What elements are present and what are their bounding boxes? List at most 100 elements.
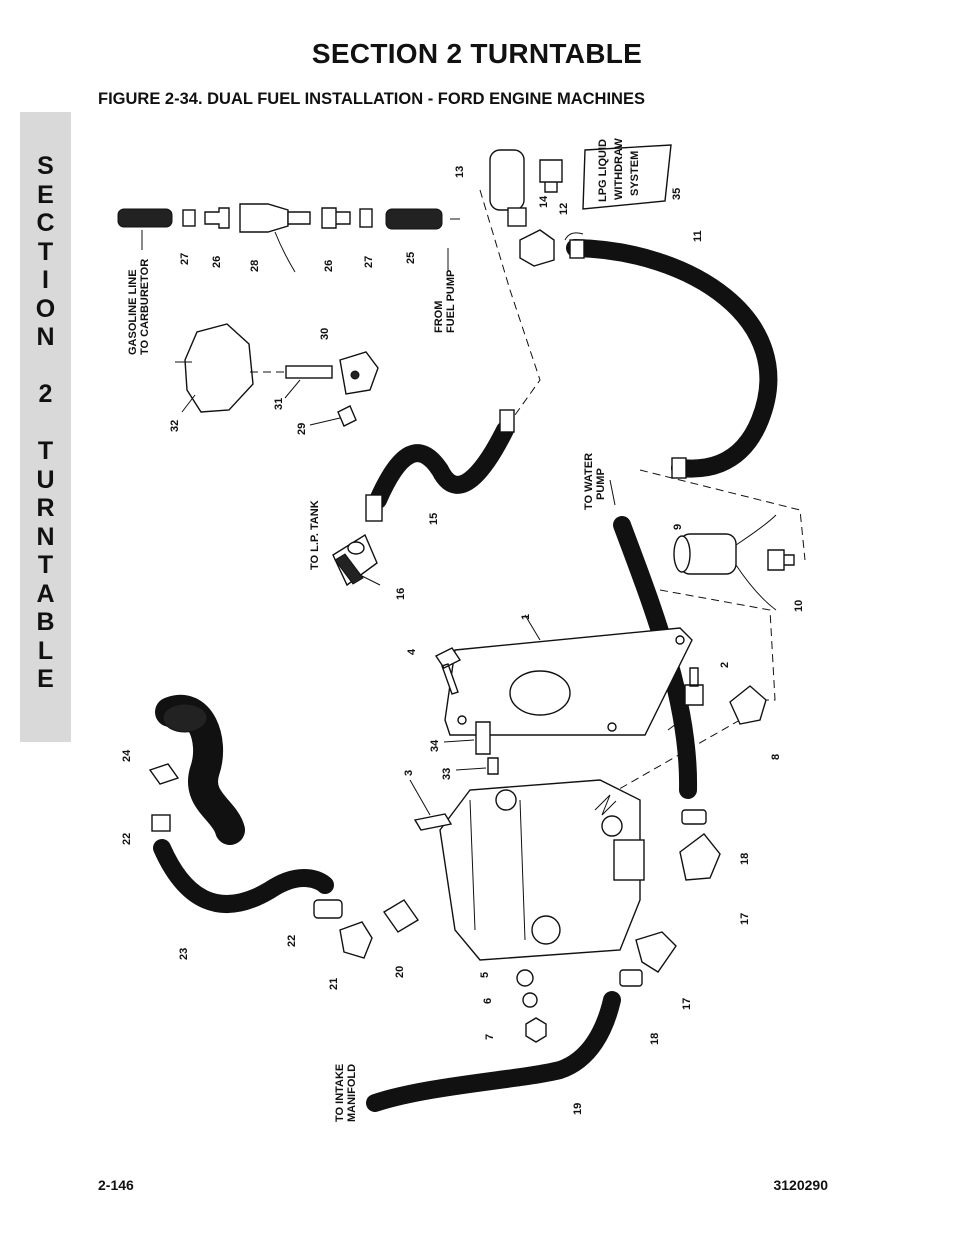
leader-32 [181, 394, 196, 413]
hose-clamp-18a [681, 809, 707, 825]
pipe-nipple-31 [285, 365, 333, 379]
callout-4: 4 [406, 648, 418, 655]
fitting-33 [487, 757, 499, 775]
filter-13-outlet [507, 207, 527, 227]
callout-19: 19 [572, 1103, 584, 1115]
side-tab-letter: 2 [38, 380, 53, 408]
tag-text-line3: SYSTEM [629, 151, 641, 196]
plate-1-hole [509, 670, 571, 716]
leader-water-pump [609, 479, 616, 506]
tee-port [350, 370, 360, 380]
callout-21: 21 [328, 978, 340, 990]
side-tab-letter: C [36, 209, 55, 237]
regulator-cover-32 [184, 323, 254, 413]
plate-1-bolt-hole-c [457, 715, 467, 725]
tag-text-line1: LPG LIQUID [597, 139, 609, 202]
break-mark-a [594, 794, 617, 816]
elbow-24-opening [162, 703, 208, 733]
hose-clamp-22 [313, 899, 343, 919]
regulator-3-seam-a [469, 799, 476, 931]
leader-33 [455, 767, 487, 771]
lockwasher-6 [522, 992, 538, 1008]
regulator-3-port-a [495, 789, 517, 811]
callout-32: 32 [169, 420, 181, 432]
side-tab-letter: E [37, 180, 54, 209]
callout-26: 26 [323, 260, 335, 272]
callout-2: 2 [719, 662, 731, 668]
document-number: 3120290 [773, 1177, 828, 1193]
elbow-8 [729, 685, 767, 725]
label-to-intake: TO INTAKE [334, 1064, 346, 1122]
leader-3 [409, 779, 431, 816]
tank-fitting-16-knurl [334, 553, 364, 585]
callout-6: 6 [482, 998, 494, 1004]
side-tab-letter: O [35, 294, 56, 323]
label-fuel-pump: FUEL PUMP [445, 270, 457, 333]
section-title: SECTION 2 TURNTABLE [311, 38, 643, 69]
regulator-3-boss [613, 839, 645, 881]
washer-5 [516, 969, 534, 987]
callout-33: 33 [441, 768, 453, 780]
plate-1-bolt-hole-b [607, 722, 617, 732]
side-tab-letter: E [37, 665, 54, 693]
side-tab-letter: T [37, 437, 54, 465]
solenoid-9-wire-b [735, 564, 777, 611]
regulator-cover-assembly [175, 323, 379, 427]
figure-caption: FIGURE 2-34. DUAL FUEL INSTALLATION - FO… [98, 90, 645, 108]
callout-31: 31 [273, 398, 285, 410]
routing-dash-3 [659, 589, 776, 701]
side-tab-letter: U [36, 465, 55, 494]
callout-10: 10 [793, 600, 805, 612]
fuel-valve-28-outlet [287, 211, 311, 225]
callout-28: 28 [249, 260, 261, 272]
break-mark-b [667, 716, 693, 738]
elbow-21 [339, 921, 373, 959]
leader-31 [284, 379, 301, 399]
hose-clamp-27a [182, 209, 196, 227]
callout-7: 7 [484, 1034, 496, 1040]
label-pump: PUMP [595, 468, 607, 500]
plate-1-bolt-hole-a [675, 635, 685, 645]
elbow-17b [635, 931, 677, 973]
leader-16 [359, 574, 381, 586]
fitting-26a [204, 207, 230, 229]
callout-11: 11 [692, 230, 704, 242]
callout-14: 14 [538, 195, 550, 208]
callout-9: 9 [672, 524, 684, 530]
fitting-20 [382, 899, 420, 933]
side-tab-letter: N [36, 323, 55, 351]
routing-dash-1 [479, 189, 541, 416]
fitting-34 [475, 721, 491, 755]
lpg-hose-15 [369, 421, 514, 509]
tank-fitting-16 [332, 533, 378, 587]
callout-35: 35 [671, 188, 683, 200]
intake-hose-19 [366, 991, 621, 1112]
side-tab-letter: N [36, 522, 55, 551]
side-tab-letters: S E C T I O N 2 T U R N T A B L E [20, 152, 71, 694]
callout-23: 23 [178, 948, 190, 960]
vaporizer-regulator-3 [413, 779, 645, 961]
label-to-water: TO WATER [583, 453, 595, 510]
callout-24: 24 [121, 749, 133, 762]
hose-11-fitting-bottom [671, 457, 687, 479]
hose-15-fitting-b [499, 409, 515, 433]
callout-26: 26 [211, 256, 223, 268]
lpg-hose-11 [566, 239, 778, 478]
section-side-tab: S E C T I O N 2 T U R N T A B L E [20, 112, 71, 742]
gasoline-hose-stub [117, 208, 173, 228]
callout-22: 22 [286, 935, 298, 947]
callout-22: 22 [121, 833, 133, 845]
side-tab-letter: T [37, 551, 54, 579]
leader-29 [309, 417, 341, 426]
bolt-2 [684, 667, 704, 706]
elbow-12 [519, 229, 555, 267]
regulator-3-seam-b [519, 799, 526, 941]
side-tab-letter: I [42, 266, 49, 294]
elbow-24-fitting [148, 763, 180, 785]
fitting-14 [539, 159, 563, 193]
callout-13: 13 [454, 166, 466, 178]
lpg-tag-35 [582, 144, 672, 210]
leader-1 [524, 614, 541, 641]
side-tab-letter: A [36, 579, 55, 608]
callout-30: 30 [319, 328, 331, 340]
